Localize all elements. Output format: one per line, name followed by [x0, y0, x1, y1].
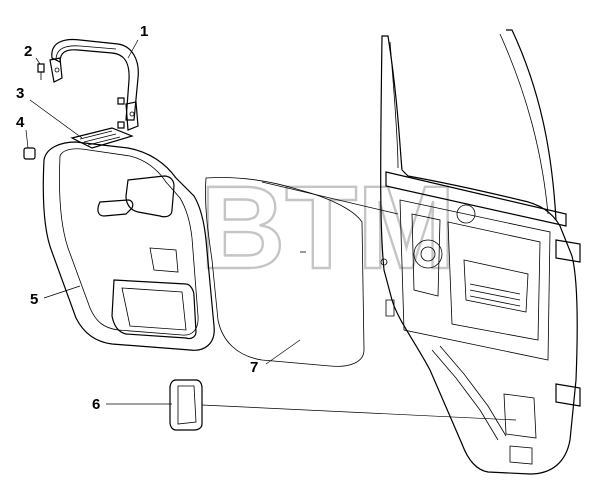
- door-trim-panel-part: [42, 141, 215, 351]
- callout-5: 5: [30, 291, 38, 308]
- callout-6: 6: [92, 396, 100, 413]
- callout-4: 4: [16, 114, 25, 131]
- water-shield-part: [205, 177, 365, 367]
- callout-3: 3: [16, 85, 24, 102]
- clip-part: [23, 147, 36, 160]
- door-inner-structure: [380, 29, 581, 475]
- watermark-text: BTM: [200, 162, 456, 294]
- cover-plate-part: [169, 379, 203, 431]
- callout-2: 2: [24, 43, 32, 60]
- screw-part: [37, 63, 45, 80]
- pull-handle-part: [49, 38, 139, 131]
- callout-7: 7: [250, 359, 258, 376]
- callout-1: 1: [140, 23, 148, 40]
- screw-pair-part: [117, 97, 125, 129]
- leader-lines: [25, 39, 517, 421]
